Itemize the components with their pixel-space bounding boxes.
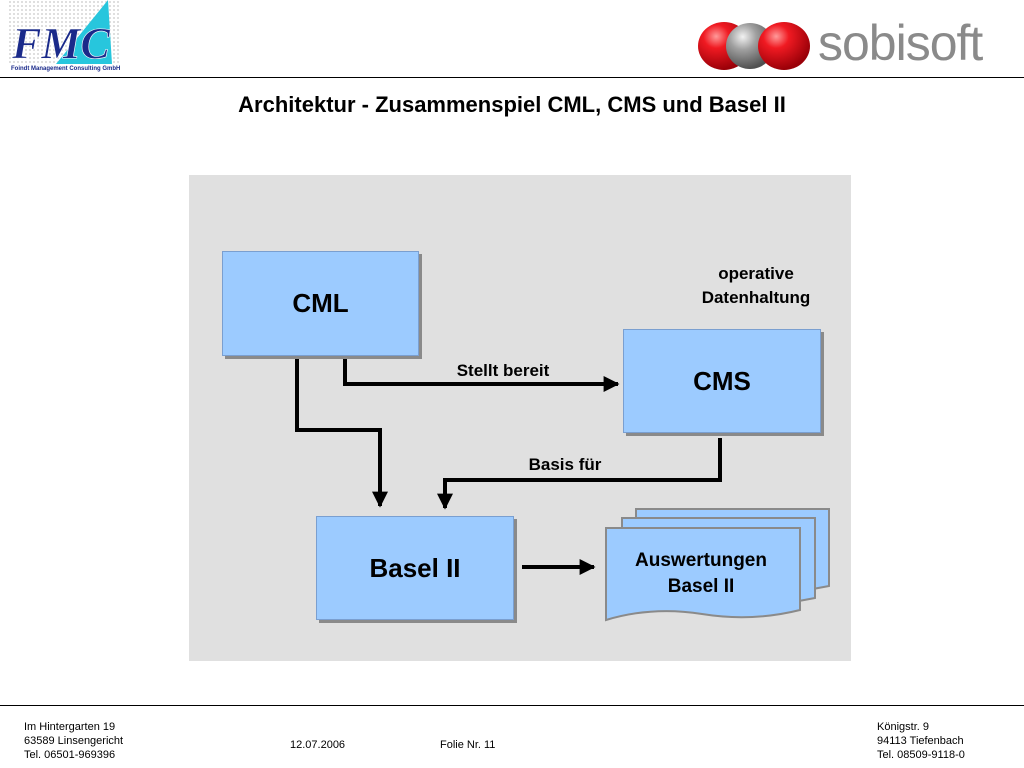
footer-right-line: 94113 Tiefenbach xyxy=(877,735,964,747)
footer-divider xyxy=(0,705,1024,706)
cml-box: CML xyxy=(222,251,419,356)
page-title: Architektur - Zusammenspiel CML, CMS und… xyxy=(238,92,786,117)
fmc-logo-graphic: FMC xyxy=(8,0,120,68)
sobisoft-logo-spheres xyxy=(698,22,810,70)
footer-slide-number: Folie Nr. 11 xyxy=(440,739,496,751)
footer-right-line: Tel. 08509-9118-0 xyxy=(877,749,965,761)
fmc-logo-text: FMC xyxy=(11,19,110,66)
footer-right-line: Königstr. 9 xyxy=(877,721,929,733)
report-document-stack xyxy=(605,508,830,622)
footer-left-line: 63589 Linsengericht xyxy=(24,735,124,747)
basis-fuer-label: Basis für xyxy=(528,455,602,474)
footer-address-right: Königstr. 9 94113 Tiefenbach Tel. 08509-… xyxy=(877,720,965,762)
sobisoft-logo: sobisoft xyxy=(694,14,1014,74)
basel-label: Basel II xyxy=(369,552,461,583)
footer-date: 12.07.2006 xyxy=(290,739,346,751)
cml-label: CML xyxy=(292,288,349,318)
report-label-line2: Basel II xyxy=(667,576,735,597)
footer-address-left: Im Hintergarten 19 63589 Linsengericht T… xyxy=(24,720,123,762)
header-divider xyxy=(0,77,1024,78)
report-label: Auswertungen Basel II xyxy=(606,548,796,600)
operative-datenhaltung-label: operative Datenhaltung xyxy=(676,262,836,310)
arrow-cms-to-basel xyxy=(437,438,722,510)
basel-box: Basel II xyxy=(316,516,514,620)
fmc-logo: FMC Foindt Management Consulting GmbH xyxy=(8,0,120,76)
sobisoft-logo-text: sobisoft xyxy=(818,15,983,71)
footer-left-line: Tel. 06501-969396 xyxy=(24,749,116,761)
arrow-cml-to-basel xyxy=(295,358,388,508)
operative-line2: Datenhaltung xyxy=(701,288,811,307)
cms-label: CMS xyxy=(693,365,751,396)
footer-left-line: Im Hintergarten 19 xyxy=(24,721,116,733)
operative-line1: operative xyxy=(718,264,794,283)
arrow-cml-to-cms xyxy=(343,358,620,392)
report-label-line1: Auswertungen xyxy=(635,550,767,571)
fmc-logo-caption: Foindt Management Consulting GmbH xyxy=(11,66,121,72)
cms-box: CMS xyxy=(623,329,821,433)
stellt-bereit-label: Stellt bereit xyxy=(456,361,550,380)
